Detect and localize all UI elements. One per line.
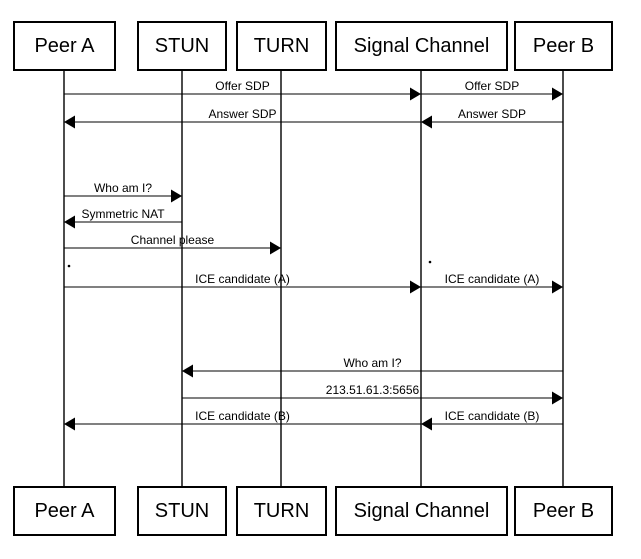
- actor-label-turn-bottom: TURN: [253, 499, 310, 522]
- actor-label-stun-top: STUN: [154, 34, 210, 57]
- message-label-9: Who am I?: [343, 356, 401, 370]
- message-arrowhead-1: [552, 87, 563, 101]
- message-arrowhead-11: [64, 417, 75, 431]
- actor-label-signal-channel-top: Signal Channel: [353, 34, 490, 57]
- message-label-5: Symmetric NAT: [81, 207, 165, 221]
- message-arrowhead-6: [270, 241, 281, 255]
- message-label-7: ICE candidate (A): [195, 272, 290, 286]
- message-label-6: Channel please: [131, 233, 215, 247]
- actor-box-signal-channel-bottom: Signal Channel: [335, 486, 508, 536]
- actor-box-peer-b-top: Peer B: [514, 21, 613, 71]
- actor-label-stun-bottom: STUN: [154, 499, 210, 522]
- actor-label-turn-top: TURN: [253, 34, 310, 57]
- message-label-8: ICE candidate (A): [445, 272, 540, 286]
- message-arrowhead-2: [64, 115, 75, 129]
- message-arrowhead-4: [171, 189, 182, 203]
- actor-box-stun-top: STUN: [137, 21, 227, 71]
- message-label-1: Offer SDP: [465, 79, 519, 93]
- message-arrowhead-12: [421, 417, 432, 431]
- message-arrowhead-10: [552, 391, 563, 405]
- message-arrowhead-0: [410, 87, 421, 101]
- message-arrowhead-5: [64, 215, 75, 229]
- message-label-12: ICE candidate (B): [445, 409, 540, 423]
- actor-box-signal-channel-top: Signal Channel: [335, 21, 508, 71]
- message-arrowhead-3: [421, 115, 432, 129]
- actor-box-turn-bottom: TURN: [236, 486, 327, 536]
- actor-label-peer-b-bottom: Peer B: [532, 499, 595, 522]
- message-label-2: Answer SDP: [208, 107, 276, 121]
- message-label-10: 213.51.61.3:5656: [326, 383, 420, 397]
- actor-box-peer-a-bottom: Peer A: [13, 486, 116, 536]
- dot-0: [67, 264, 71, 268]
- actor-label-peer-a-bottom: Peer A: [34, 499, 95, 522]
- actor-box-peer-a-top: Peer A: [13, 21, 116, 71]
- actor-label-peer-a-top: Peer A: [34, 34, 95, 57]
- actor-box-stun-bottom: STUN: [137, 486, 227, 536]
- actor-box-turn-top: TURN: [236, 21, 327, 71]
- message-label-0: Offer SDP: [215, 79, 269, 93]
- dot-1: [428, 260, 432, 264]
- message-label-11: ICE candidate (B): [195, 409, 290, 423]
- actor-label-peer-b-top: Peer B: [532, 34, 595, 57]
- message-arrowhead-9: [182, 364, 193, 378]
- message-label-3: Answer SDP: [458, 107, 526, 121]
- actor-label-signal-channel-bottom: Signal Channel: [353, 499, 490, 522]
- message-arrowhead-7: [410, 280, 421, 294]
- message-label-4: Who am I?: [94, 181, 152, 195]
- message-arrowhead-8: [552, 280, 563, 294]
- actor-box-peer-b-bottom: Peer B: [514, 486, 613, 536]
